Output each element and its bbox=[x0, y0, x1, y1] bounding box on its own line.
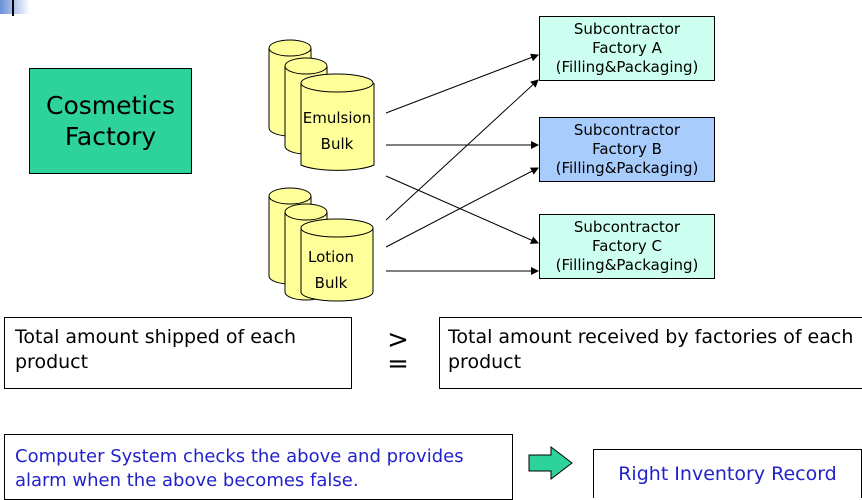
sub-b-line3: (Filling&Packaging) bbox=[555, 159, 699, 177]
comparison-top: > bbox=[387, 325, 409, 355]
greater-equal-sign: > = bbox=[378, 325, 418, 379]
sub-b-line1: Subcontractor bbox=[573, 121, 681, 139]
total-shipped-text: Total amount shipped of each product bbox=[15, 326, 297, 373]
lotion-bulk-cylinders bbox=[268, 187, 374, 302]
lotion-label-line1: Lotion bbox=[308, 248, 354, 266]
sub-a-line3: (Filling&Packaging) bbox=[555, 58, 699, 76]
arrow-emulsion-to-a bbox=[385, 53, 539, 114]
emulsion-label-line2: Bulk bbox=[321, 135, 354, 153]
total-received-text: Total amount received by factories of ea… bbox=[448, 326, 854, 373]
sub-b-line2: Factory B bbox=[592, 140, 662, 158]
arrow-lotion-to-b bbox=[385, 167, 539, 248]
total-received-box: Total amount received by factories of ea… bbox=[439, 317, 862, 389]
lotion-label-line2: Bulk bbox=[315, 274, 348, 292]
system-check-text: Computer System checks the above and pro… bbox=[15, 446, 464, 491]
emulsion-bulk-cylinders bbox=[268, 39, 375, 171]
factory-label-line2: Factory bbox=[64, 122, 157, 151]
inventory-text: Right Inventory Record bbox=[618, 463, 837, 485]
comparison-bottom: = bbox=[387, 349, 409, 379]
corner-bar bbox=[12, 0, 14, 16]
right-block-arrow bbox=[528, 445, 573, 481]
sub-c-line3: (Filling&Packaging) bbox=[555, 256, 699, 274]
subcontractor-factory-a: Subcontractor Factory A (Filling&Packagi… bbox=[539, 16, 715, 81]
subcontractor-factory-c: Subcontractor Factory C (Filling&Packagi… bbox=[539, 214, 715, 279]
subcontractor-factory-b: Subcontractor Factory B (Filling&Packagi… bbox=[539, 117, 715, 182]
system-check-box: Computer System checks the above and pro… bbox=[4, 434, 513, 500]
sub-c-line2: Factory C bbox=[591, 237, 663, 255]
sub-a-line2: Factory A bbox=[592, 39, 662, 57]
factory-label-line1: Cosmetics bbox=[45, 91, 176, 120]
sub-c-line1: Subcontractor bbox=[573, 218, 681, 236]
total-shipped-box: Total amount shipped of each product bbox=[4, 317, 352, 389]
arrow-lotion-to-a bbox=[385, 79, 539, 221]
cosmetics-factory-box: Cosmetics Factory bbox=[29, 68, 192, 174]
sub-a-line1: Subcontractor bbox=[573, 20, 681, 38]
emulsion-label-line1: Emulsion bbox=[303, 109, 371, 127]
right-inventory-record-box: Right Inventory Record bbox=[593, 449, 862, 498]
corner-mark bbox=[0, 0, 30, 14]
arrow-emulsion-to-c bbox=[385, 175, 539, 244]
